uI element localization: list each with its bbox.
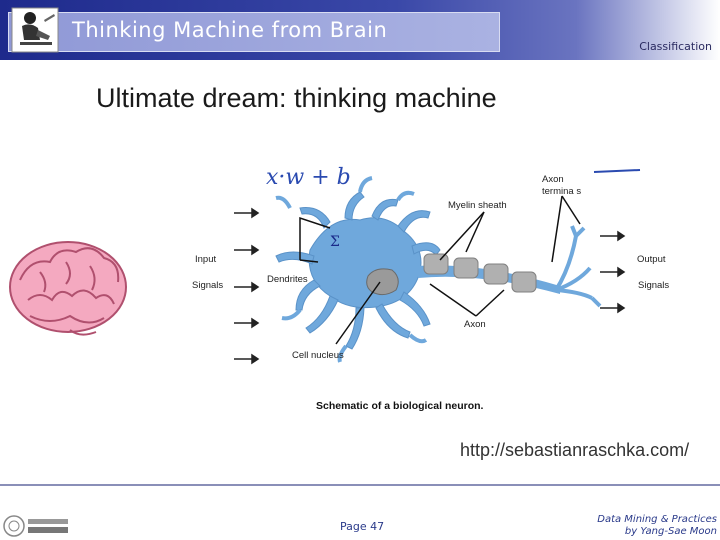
sigma-symbol: Σ (330, 234, 340, 250)
course-info: Data Mining & Practices by Yang-Sae Moon (597, 514, 717, 538)
output-signals-label: Signals (638, 280, 669, 291)
axon-label: Axon (464, 319, 486, 330)
thinker-logo-icon (11, 7, 59, 53)
myelin-sheath-label: Myelin sheath (448, 200, 507, 211)
cell-nucleus-label: Cell nucleus (292, 350, 344, 361)
course-line-1: Data Mining & Practices (597, 514, 717, 525)
header-classification: Classification (639, 40, 712, 53)
handwritten-line (593, 169, 641, 173)
footer-divider (0, 484, 720, 486)
input-label: Input (195, 254, 216, 265)
diagram-caption: Schematic of a biological neuron. (316, 400, 484, 412)
neuron-diagram: x·w + b Σ Input Signals Dendrites Cell n… (9, 165, 669, 412)
axon-terminals-label-2: termina s (542, 186, 581, 197)
slide-title: Ultimate dream: thinking machine (96, 83, 497, 113)
handwritten-formula: x·w + b (266, 165, 351, 190)
brain-icon (9, 241, 127, 336)
label-pointers (299, 195, 581, 345)
page-number: Page 47 (340, 520, 385, 533)
header-band: Thinking Machine from Brain Classificati… (0, 0, 720, 60)
input-arrows (234, 207, 260, 365)
nucleus-shape (366, 268, 399, 296)
axon-terminals-label-1: Axon (542, 174, 564, 185)
header-title: Thinking Machine from Brain (72, 18, 388, 42)
neuron-shape (275, 176, 441, 363)
dendrites-label: Dendrites (267, 274, 308, 285)
output-label: Output (637, 254, 666, 265)
source-url: http://sebastianraschka.com/ (460, 440, 690, 460)
header-title-box (8, 12, 500, 52)
input-signals-label: Signals (192, 280, 223, 291)
course-line-2: by Yang-Sae Moon (624, 526, 717, 537)
university-logo-icon (3, 515, 68, 537)
axon-terminals-shape (554, 225, 602, 308)
output-arrows (600, 230, 626, 314)
myelin-segments (423, 253, 537, 293)
